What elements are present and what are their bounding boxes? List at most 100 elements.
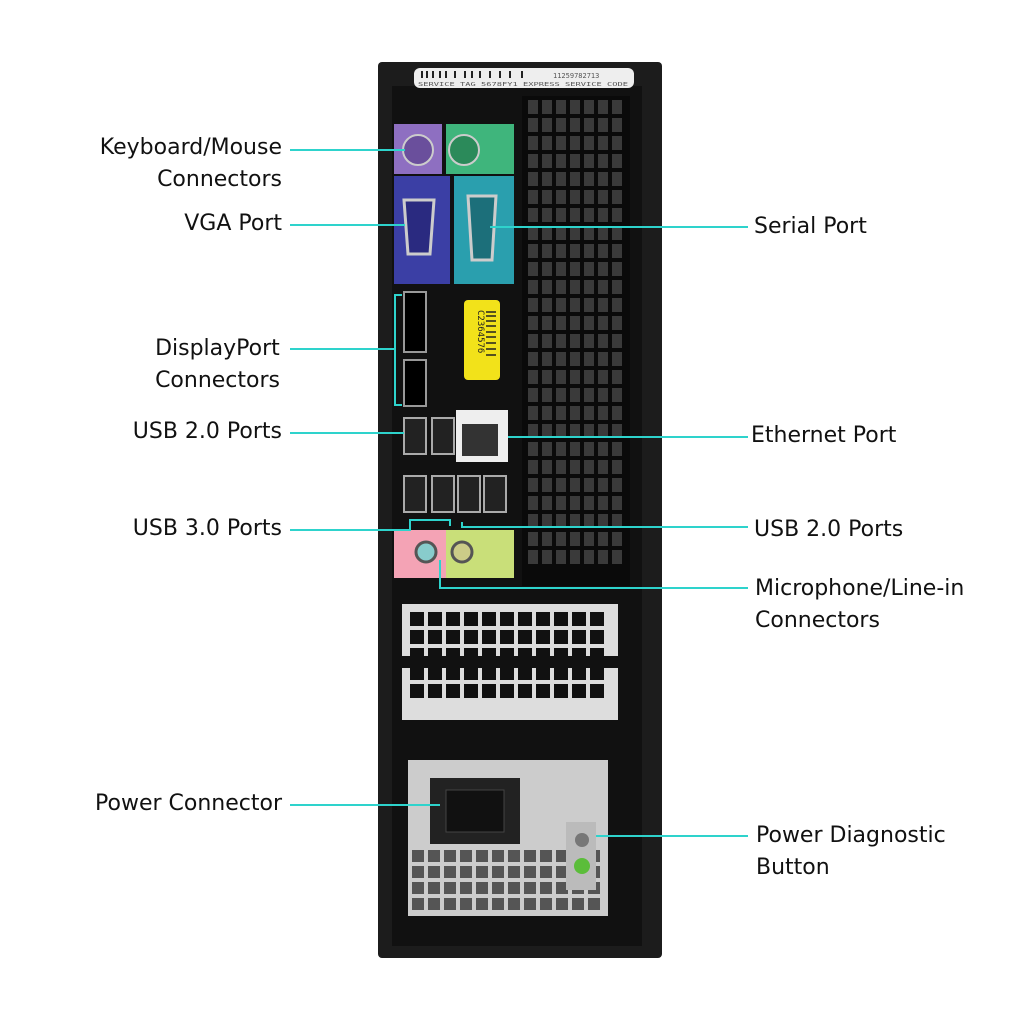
grille-hole bbox=[570, 172, 580, 186]
grille-hole bbox=[598, 388, 608, 402]
grille-hole bbox=[554, 666, 568, 680]
grille-hole bbox=[598, 190, 608, 204]
grille-hole bbox=[528, 352, 538, 366]
grille-hole bbox=[584, 316, 594, 330]
grille-hole bbox=[556, 514, 566, 528]
label-power-connector: Power Connector bbox=[95, 791, 282, 816]
grille-hole bbox=[444, 866, 456, 878]
grille-hole bbox=[598, 280, 608, 294]
grille-hole bbox=[518, 666, 532, 680]
grille-hole bbox=[584, 352, 594, 366]
grille-hole bbox=[542, 136, 552, 150]
grille-hole bbox=[598, 514, 608, 528]
grille-hole bbox=[556, 478, 566, 492]
label-ethernet: Ethernet Port bbox=[751, 423, 897, 448]
grille-hole bbox=[590, 630, 604, 644]
ethernet-socket bbox=[462, 424, 498, 456]
line-in-jack bbox=[450, 540, 474, 564]
grille-hole bbox=[542, 352, 552, 366]
grille-hole bbox=[460, 882, 472, 894]
grille-hole bbox=[584, 280, 594, 294]
grille-hole bbox=[508, 898, 520, 910]
diagnostic-button-icon bbox=[575, 833, 589, 847]
grille-hole bbox=[570, 460, 580, 474]
grille-hole bbox=[542, 334, 552, 348]
grille-hole bbox=[556, 406, 566, 420]
grille-hole bbox=[570, 514, 580, 528]
grille-hole bbox=[572, 630, 586, 644]
grille-hole bbox=[410, 612, 424, 626]
grille-hole bbox=[518, 630, 532, 644]
grille-hole bbox=[584, 100, 594, 114]
grille-hole bbox=[524, 898, 536, 910]
grille-hole bbox=[598, 460, 608, 474]
grille-hole bbox=[518, 648, 532, 662]
grille-hole bbox=[556, 154, 566, 168]
grille-hole bbox=[590, 648, 604, 662]
grille-hole bbox=[528, 442, 538, 456]
grille-hole bbox=[612, 280, 622, 294]
grille-hole bbox=[528, 514, 538, 528]
ps2-mouse-socket bbox=[448, 134, 480, 166]
grille-hole bbox=[584, 532, 594, 546]
grille-hole bbox=[570, 118, 580, 132]
grille-hole bbox=[542, 298, 552, 312]
grille-hole bbox=[598, 262, 608, 276]
grille-hole bbox=[556, 136, 566, 150]
label-line: Connectors bbox=[157, 167, 282, 192]
grille-hole bbox=[590, 684, 604, 698]
grille-hole bbox=[612, 316, 622, 330]
grille-hole bbox=[482, 666, 496, 680]
grille-hole bbox=[528, 100, 538, 114]
grille-hole bbox=[412, 882, 424, 894]
grille-hole bbox=[542, 316, 552, 330]
grille-hole bbox=[444, 898, 456, 910]
grille-hole bbox=[612, 532, 622, 546]
grille-hole bbox=[528, 118, 538, 132]
grille-hole bbox=[556, 316, 566, 330]
grille-hole bbox=[584, 460, 594, 474]
service-tag-number: 11259782713 bbox=[553, 72, 599, 80]
grille-hole bbox=[524, 866, 536, 878]
grille-hole bbox=[598, 244, 608, 258]
grille-hole bbox=[492, 850, 504, 862]
grille-hole bbox=[524, 882, 536, 894]
serial-socket bbox=[466, 194, 498, 262]
grille-hole bbox=[492, 898, 504, 910]
grille-hole bbox=[528, 244, 538, 258]
power-socket-inner bbox=[445, 789, 505, 833]
grille-hole bbox=[518, 684, 532, 698]
grille-hole bbox=[542, 532, 552, 546]
grille-hole bbox=[598, 370, 608, 384]
grille-hole bbox=[612, 118, 622, 132]
grille-hole bbox=[598, 550, 608, 564]
grille-hole bbox=[528, 154, 538, 168]
grille-hole bbox=[556, 898, 568, 910]
grille-hole bbox=[556, 334, 566, 348]
grille-hole bbox=[528, 424, 538, 438]
grille-hole bbox=[428, 866, 440, 878]
grille-hole bbox=[542, 478, 552, 492]
grille-hole bbox=[570, 298, 580, 312]
grille-hole bbox=[542, 172, 552, 186]
grille-hole bbox=[542, 226, 552, 240]
grille-hole bbox=[410, 684, 424, 698]
grille-hole bbox=[598, 424, 608, 438]
grille-hole bbox=[412, 866, 424, 878]
grille-hole bbox=[542, 496, 552, 510]
callout-lines bbox=[290, 149, 748, 837]
grille-hole bbox=[598, 496, 608, 510]
grille-hole bbox=[528, 406, 538, 420]
grille-hole bbox=[570, 406, 580, 420]
grille-hole bbox=[542, 550, 552, 564]
grille-hole bbox=[556, 190, 566, 204]
grille-hole bbox=[584, 244, 594, 258]
grille-hole bbox=[542, 424, 552, 438]
label-usb3: USB 3.0 Ports bbox=[132, 516, 282, 541]
grille-hole bbox=[528, 226, 538, 240]
grille-hole bbox=[500, 648, 514, 662]
grille-hole bbox=[556, 298, 566, 312]
grille-hole bbox=[542, 460, 552, 474]
grille-hole bbox=[444, 850, 456, 862]
